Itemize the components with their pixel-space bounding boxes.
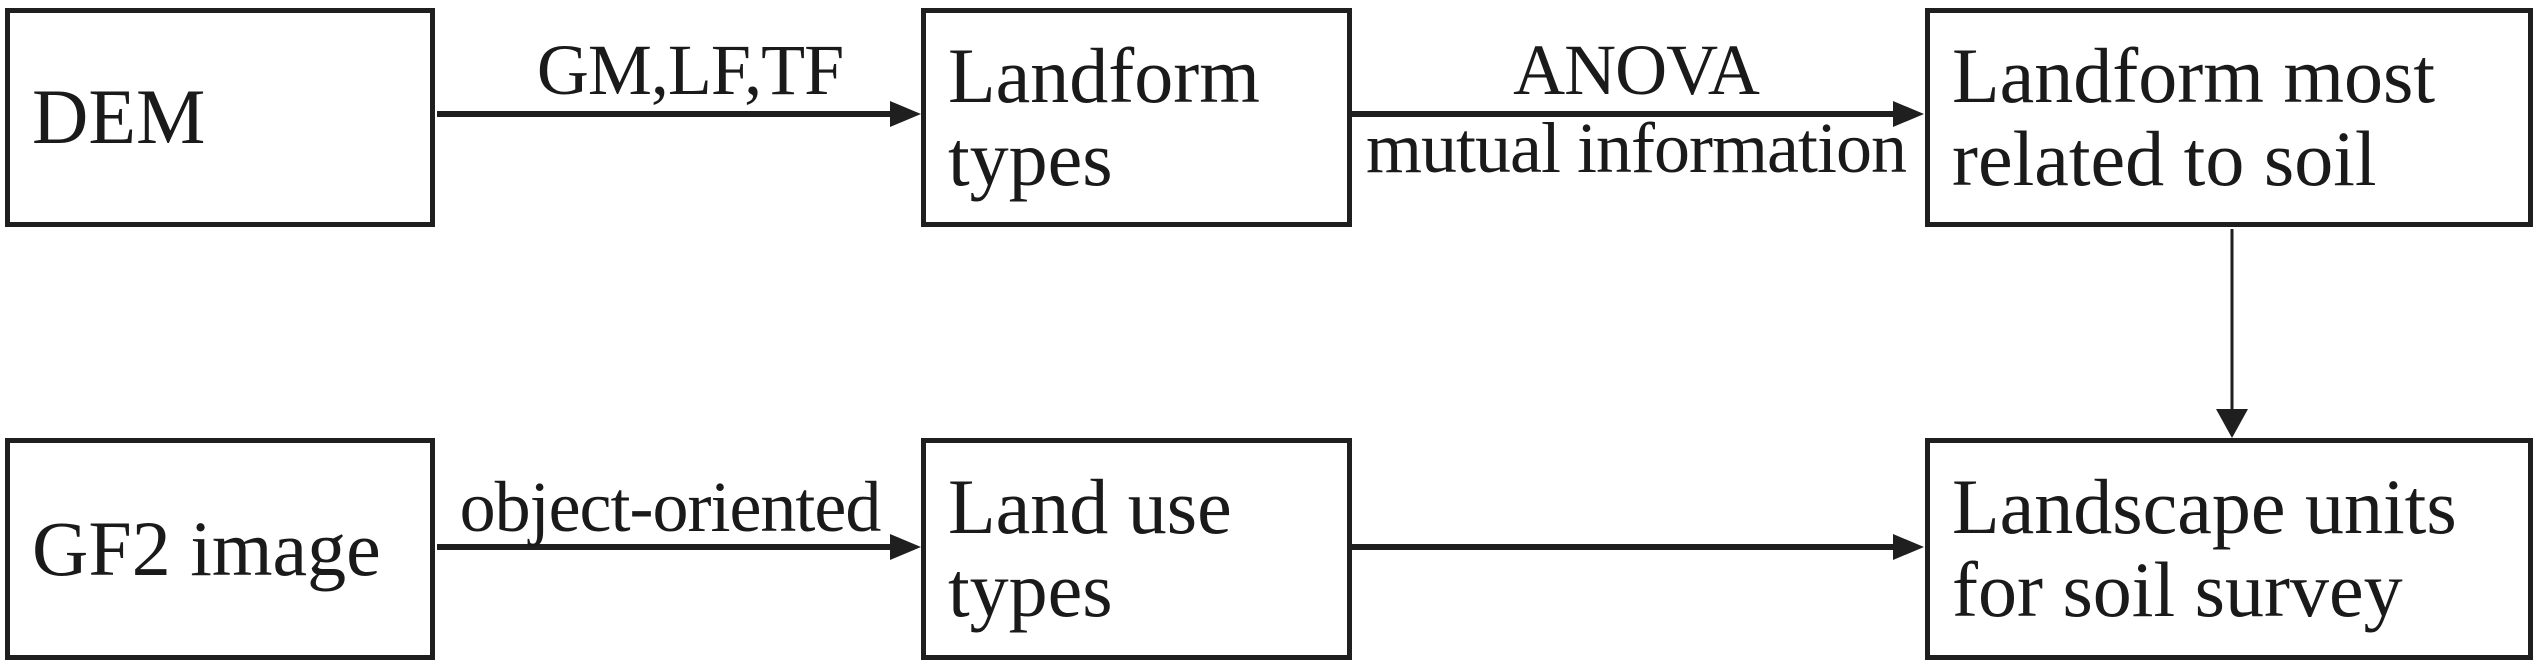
arrow-dem-to-landform-types	[437, 101, 921, 127]
arrow-landform-types-to-landform-most	[1350, 101, 1924, 127]
edge-label-anova: ANOVA	[1513, 30, 1760, 110]
arrow-landform-most-to-landscape	[2216, 229, 2248, 438]
node-landform-types-label: Landform types	[948, 31, 1260, 202]
node-land-use-types-label: Land use types	[948, 463, 1232, 633]
node-landform-most-related-to-soil: Landform most related to soil	[1925, 8, 2533, 227]
node-land-use-types: Land use types	[921, 438, 1352, 660]
node-landscape-units-for-soil-survey: Landscape units for soil survey	[1925, 438, 2533, 660]
edge-label-object-oriented: object-oriented	[459, 467, 882, 547]
node-landscape-units-for-soil-survey-label: Landscape units for soil survey	[1952, 463, 2457, 633]
edge-label-mutual-information: mutual information	[1366, 108, 1907, 188]
node-gf2-image-label: GF2 image	[32, 504, 381, 592]
arrow-land-use-to-landscape	[1350, 534, 1924, 560]
node-dem: DEM	[5, 8, 435, 227]
edge-label-gm-lf-tf: GM,LF,TF	[536, 30, 844, 110]
node-gf2-image: GF2 image	[5, 438, 435, 660]
node-landform-most-related-to-soil-label: Landform most related to soil	[1952, 31, 2436, 202]
node-landform-types: Landform types	[921, 8, 1352, 227]
node-dem-label: DEM	[32, 73, 206, 161]
arrow-gf2-to-land-use	[437, 534, 921, 560]
